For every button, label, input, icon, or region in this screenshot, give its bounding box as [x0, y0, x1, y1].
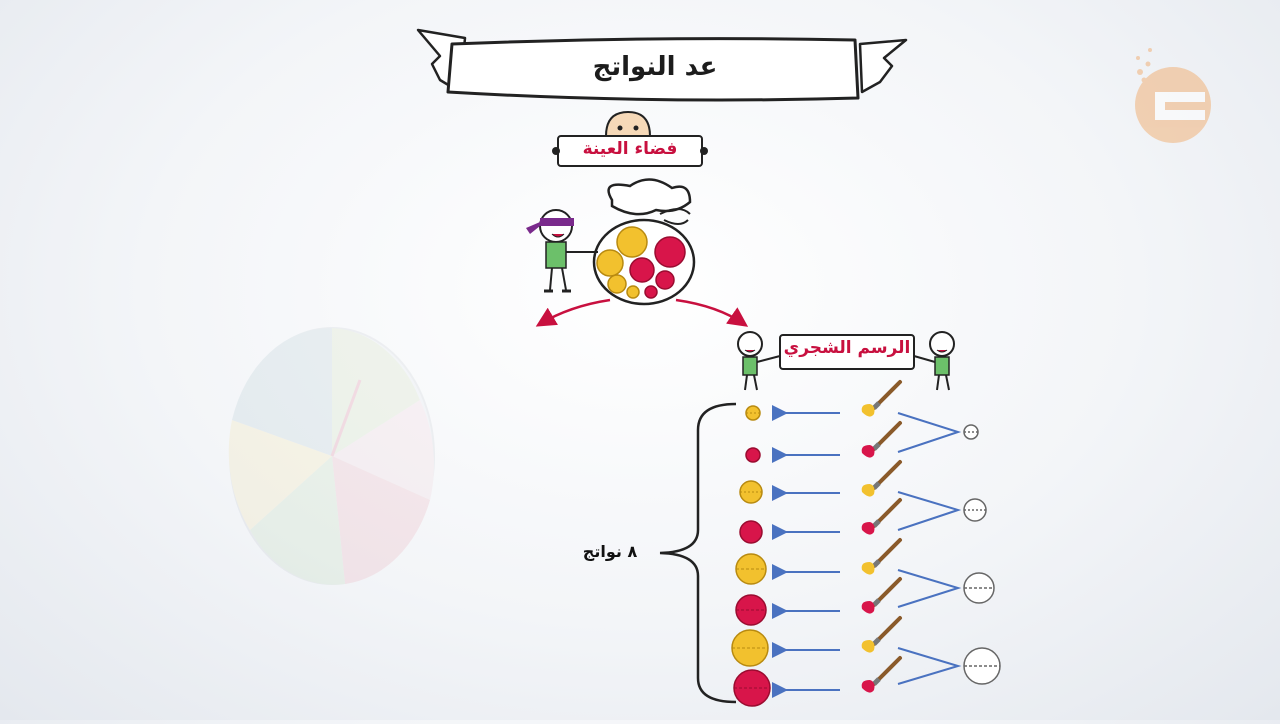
outcome-ball-red-small [745, 447, 761, 463]
outline-ball-medium [963, 498, 987, 522]
paintbrush-icons [861, 380, 902, 693]
right-red-arrow [675, 298, 749, 327]
blindfolded-character [526, 209, 598, 293]
paintbrush-yellow-icon [861, 616, 902, 653]
paintbrush-yellow-icon [861, 460, 902, 497]
outcome-ball-yellow-xlarge [731, 629, 769, 667]
left-red-arrow [535, 298, 611, 327]
paintbrush-red-icon [861, 421, 902, 458]
outcome-ball-red-xlarge [733, 669, 771, 707]
title-banner [416, 28, 908, 102]
faded-spinner [228, 327, 435, 585]
outline-ball-large [963, 572, 995, 604]
tree-branches [897, 412, 962, 685]
sample-space-label: فضاء العينة [582, 139, 678, 159]
paintbrush-yellow-icon [861, 538, 902, 575]
outcome-list [731, 405, 771, 707]
tree-diagram-label: الرسم الشجري [783, 338, 911, 358]
blue-arrows [772, 405, 840, 698]
outcome-count-label: ٨ نواتج [582, 542, 638, 561]
outcome-ball-red-large [735, 594, 767, 626]
paintbrush-red-icon [861, 577, 902, 614]
outcome-ball-red-medium [739, 520, 763, 544]
outcomes-brace [659, 402, 737, 704]
uncolored-balls [963, 424, 1001, 685]
outcome-ball-yellow-large [735, 553, 767, 585]
sample-space-box [552, 135, 708, 167]
outline-ball-small [963, 424, 979, 440]
paintbrush-red-icon [861, 498, 902, 535]
page-title: عد النواتج [592, 52, 718, 82]
brand-logo [1135, 48, 1211, 143]
tree-label-holder-right [913, 331, 955, 391]
paintbrush-yellow-icon [861, 380, 902, 417]
outcome-ball-yellow-medium [739, 480, 763, 504]
ball-bag [592, 178, 696, 306]
outline-ball-xlarge [963, 647, 1001, 685]
tree-label-holder-left [737, 331, 781, 391]
peeking-character [604, 110, 652, 137]
paintbrush-red-icon [861, 656, 902, 693]
outcome-ball-yellow-small [745, 405, 761, 421]
tree-label-box [779, 334, 915, 370]
